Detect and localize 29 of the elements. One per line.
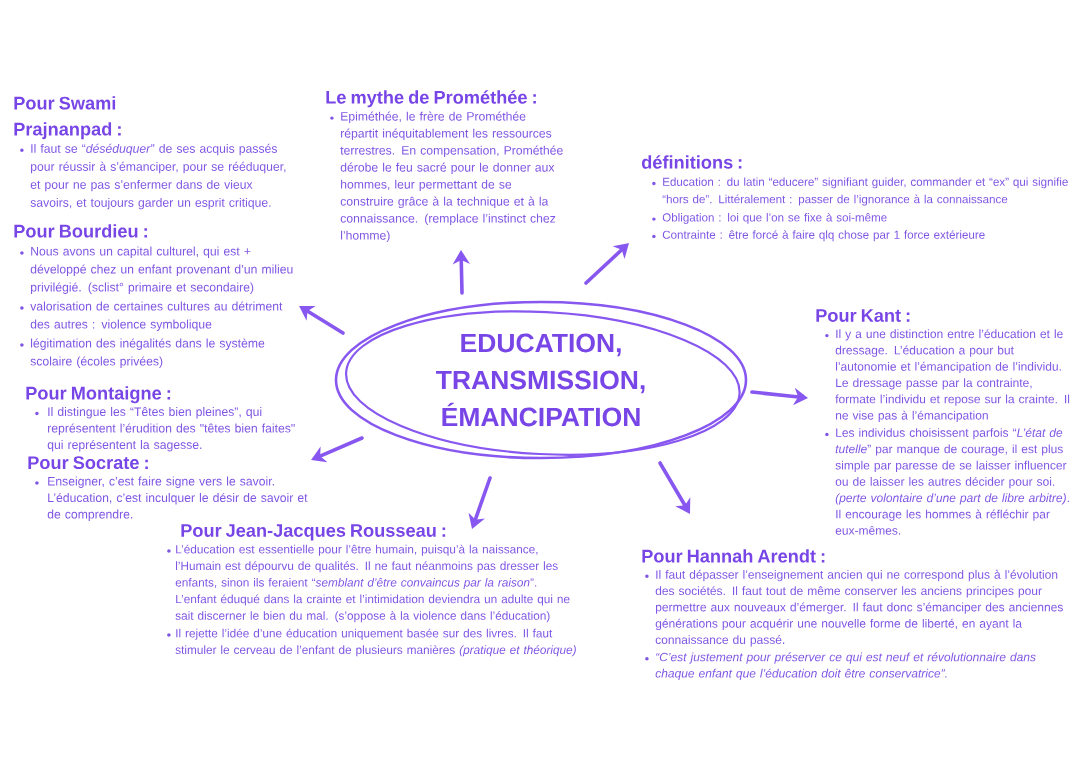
section-heading: définitions : bbox=[641, 155, 742, 169]
section-heading: Le mythe de Prométhée : bbox=[326, 90, 536, 108]
list-item-text: L’éducation est essentielle pour l’être humain, puisqu’à la naissance, l’Humain est dépourvu de qualités. Il ne faut néanmoins pas dresser les enfants, sinon ils feraient “semblant d’être convaincus par la raison”. L’enfant éduqué dans la crainte et l’intimidation deviendra un adulte qui ne sait discerner le bien du mal. (s’oppose à la violence dans l’éducation) bbox=[175, 544, 570, 623]
section-heading: Pour Montaigne : bbox=[26, 386, 171, 404]
list-item-text: Epiméthée, le frère de Prométhée répartit inéquitablement les ressources terrestres. En compensation, Prométhée dérobe le feu sacré pour le donner aux hommes, leur permettant de se construire grâce à la technique et à la connaissance. (remplace l’instinct chez l’homme) bbox=[340, 111, 563, 243]
list-item-text: Il faut dépasser l’enseignement ancien qui ne correspond plus à l’évolution des sociétés. Il faut tout de même conserver les anciens principes pour permettre aux nouveaux d’émerger. Il faut donc s’émanciper des anciennes générations pour acquérir une nouvelle forme de liberté, en ayant la connaissance du passé. bbox=[655, 569, 1063, 647]
section-heading: Pour Hannah Arendt : bbox=[642, 549, 825, 563]
list-item-text: Obligation : loi que l’on se fixe à soi-même bbox=[662, 212, 887, 224]
section-heading: Pour Socrate : bbox=[28, 456, 148, 470]
arrow bbox=[584, 243, 629, 285]
title-oval: EDUCATION, TRANSMISSION, ÉMANCIPATION bbox=[334, 300, 748, 460]
arrow bbox=[299, 306, 345, 335]
list-item-text: Enseigner, c’est faire signe vers le savoir. L’éducation, c’est inculquer le désir de savoir et de comprendre. bbox=[47, 476, 308, 521]
list-item-text: Nous avons un capital culturel, qui est + développé chez un enfant provenant d’un milieu privilégié. (sclist° primaire et secondaire) bbox=[30, 246, 293, 294]
section-heading: Pour Jean-Jacques Rousseau : bbox=[181, 524, 446, 541]
list-item-text: légitimation des inégalités dans le système scolaire (écoles privées) bbox=[30, 338, 265, 368]
list-item-text: Il distingue les “Têtes bien pleines”, qui représentent l’érudition des "têtes bien faites" qui représentent la sagesse. bbox=[47, 407, 295, 452]
section-heading: Pour Bourdieu : bbox=[14, 224, 147, 238]
arrow bbox=[658, 461, 691, 514]
list-item-text: Les individus choisissent parfois “L’état de tutelle” par manque de courage, il est plus simple par paresse de se laisser influencer ou de laisser les autres décider pour soi. (perte volontaire d’une part de libre arbitre). Il encourage les hommes à réfléchir par eux-mêmes. bbox=[835, 428, 1069, 535]
list-item-text: Il rejette l’idée d’une éducation uniquement basée sur des livres. Il faut stimuler le cerveau de l’enfant de plusieurs manières (pratique et théorique) bbox=[175, 628, 576, 657]
section-heading: Pour Swami Prajnanpad : bbox=[14, 96, 121, 140]
section-heading: Pour Kant : bbox=[816, 309, 910, 322]
list-item-text: Il faut se “déséduquer” de ses acquis passés pour réussir à s’émanciper, pour se rééduquer, et pour ne pas s’enfermer dans de vieux savoirs, et toujours garder un esprit critique. bbox=[30, 143, 286, 210]
list-item-text: Education : du latin “educere” signifiant guider, commander et “ex” qui signifie “hors de”. Littéralement : passer de l’ignorance à la connaissance bbox=[662, 177, 1068, 206]
list-item-text: “C’est justement pour préserver ce qui est neuf et révolutionnaire dans chaque enfant que l’éducation doit être conservatrice”. bbox=[655, 652, 1036, 680]
list-item-text: Contrainte : être forcé à faire qlq chose par 1 force extérieure bbox=[662, 230, 985, 242]
arrow bbox=[311, 436, 364, 463]
list-item-text: Il y a une distinction entre l’éducation et le dressage. L’éducation a pour but l’autonomie et l’émancipation de l’individu. Le dressage passe par la contrainte, formate l’individu et repose sur la crainte. Il ne vise pas à l’émancipation bbox=[835, 329, 1070, 422]
